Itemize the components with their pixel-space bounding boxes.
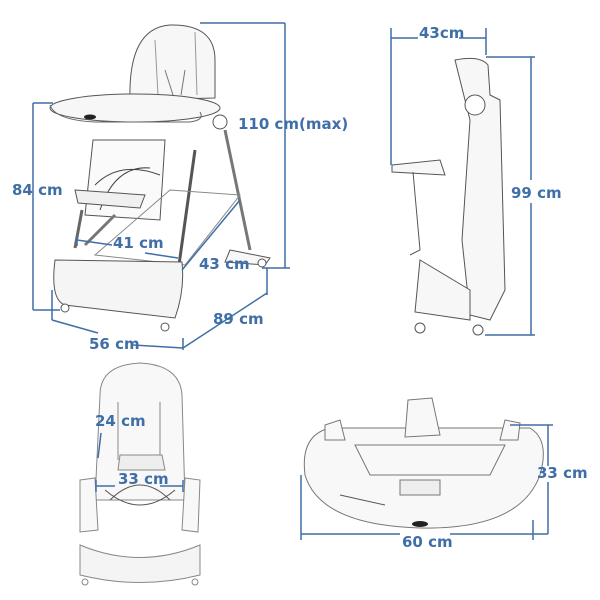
- highchair-folded-view: [391, 57, 506, 336]
- label-folded-height: 99 cm: [511, 184, 562, 202]
- label-folded-depth: 43cm: [419, 24, 465, 42]
- main-dimension-lines: [32, 22, 290, 350]
- label-main-width: 56 cm: [89, 335, 140, 353]
- label-front-back-height: 24 cm: [95, 412, 146, 430]
- tray-dimension-lines: [300, 424, 553, 540]
- label-main-depth: 89 cm: [213, 310, 264, 328]
- label-main-height-max: 110 cm(max): [238, 115, 349, 133]
- highchair-main-view: [49, 24, 271, 332]
- label-tray-width: 60 cm: [402, 533, 453, 551]
- highchair-front-view: [79, 362, 201, 586]
- folded-dimension-lines: [390, 28, 535, 336]
- label-main-tray-height: 84 cm: [12, 181, 63, 199]
- front-dimension-lines: [95, 432, 184, 492]
- label-main-leg-depth: 43 cm: [199, 255, 250, 273]
- label-tray-depth: 33 cm: [537, 464, 588, 482]
- label-main-leg-width: 41 cm: [113, 234, 164, 252]
- label-front-seat-width: 33 cm: [118, 470, 169, 488]
- tray-top-view: [303, 397, 544, 529]
